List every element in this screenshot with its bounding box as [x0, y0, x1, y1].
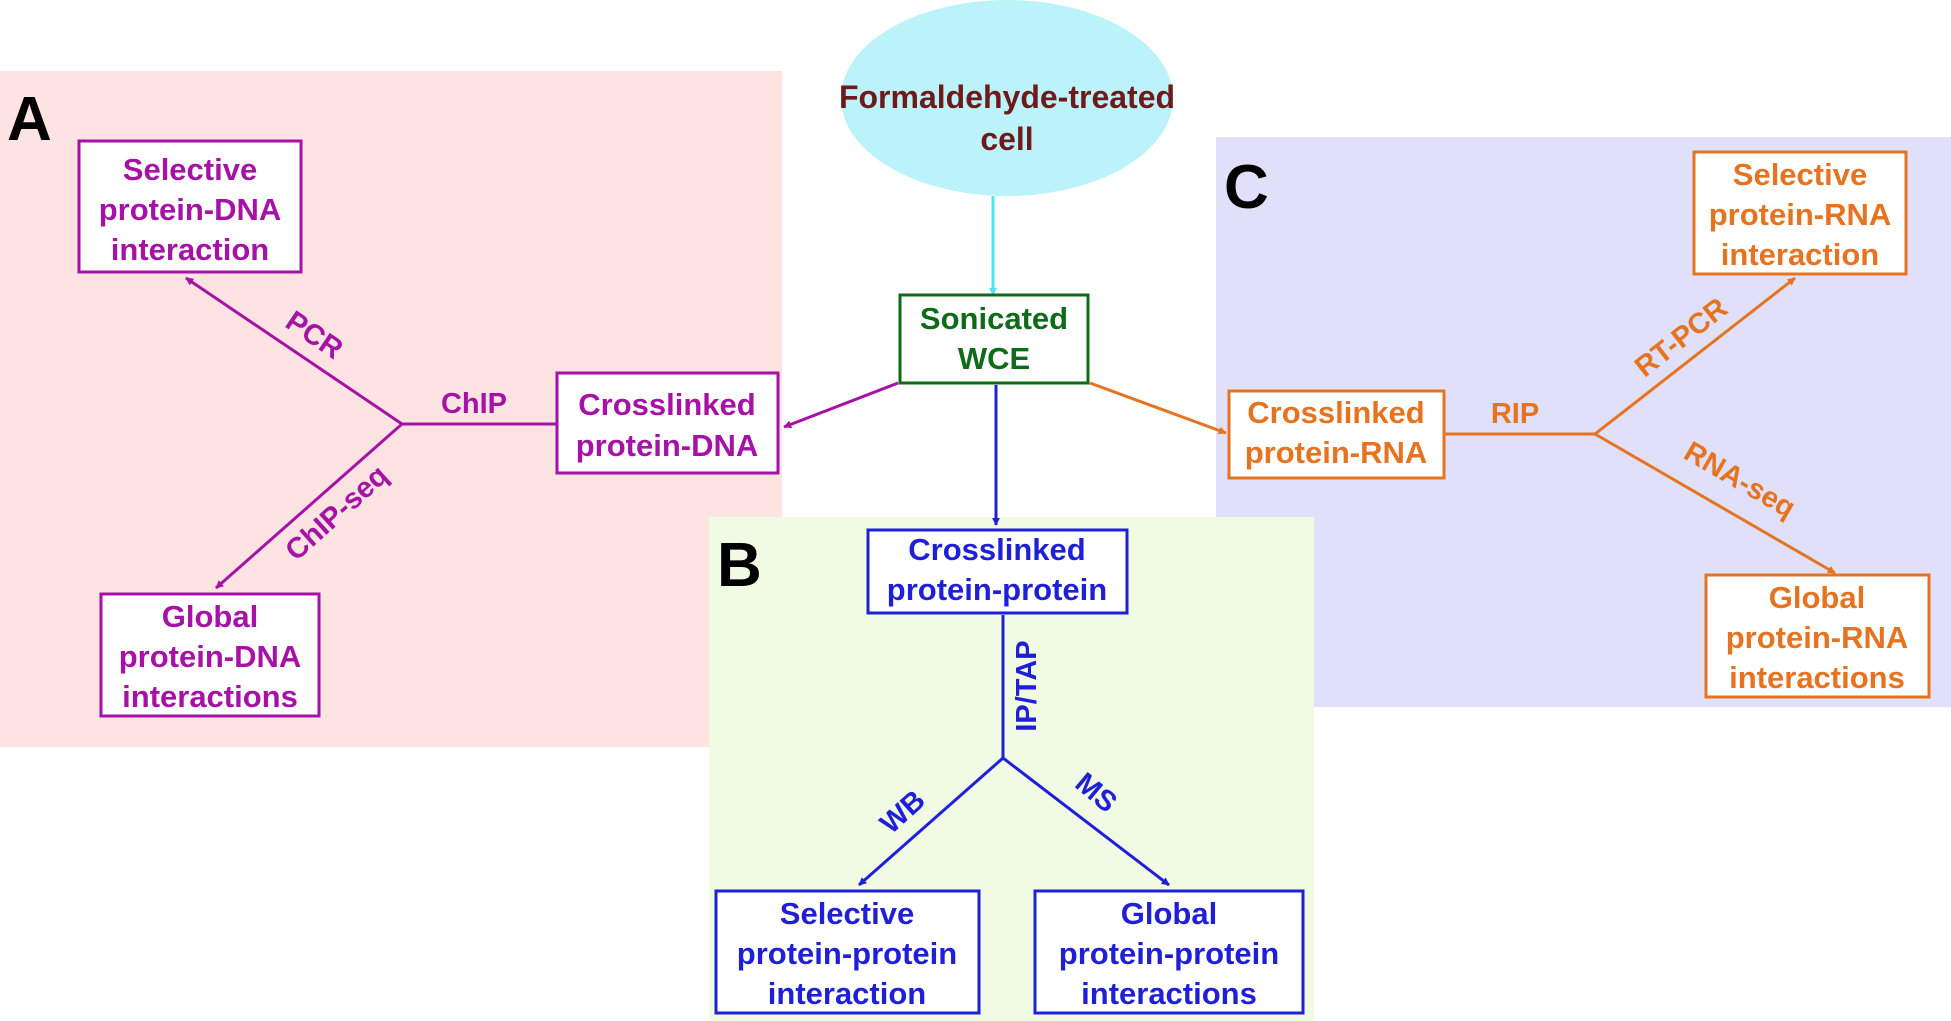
edge-dna-pcr: [185, 276, 403, 426]
edge-rna-rna-seq: [1594, 432, 1836, 575]
node-root: Formaldehyde-treated cell: [839, 0, 1175, 196]
node-dna-selective-box: [77, 139, 303, 274]
node-root-line-2: cell: [980, 121, 1033, 157]
node-rna-crosslinked: Crosslinked protein-RNA: [1227, 389, 1446, 480]
edge-rna-rt-pcr: [1594, 276, 1796, 436]
node-rna-global: Global protein-RNA interactions: [1704, 573, 1931, 699]
node-rna-global-line-2: protein-RNA: [1726, 620, 1909, 655]
node-wce-box: [898, 293, 1090, 385]
node-protein-crosslinked-line-2: protein-protein: [887, 572, 1107, 607]
edge-label-chip: ChIP: [441, 388, 507, 420]
node-protein-global-line-1: Global: [1121, 896, 1217, 931]
node-dna-crosslinked-line-2: protein-DNA: [576, 428, 759, 463]
node-dna-global-line-1: Global: [162, 599, 258, 634]
node-wce: Sonicated WCE: [898, 293, 1090, 385]
node-rna-selective-line-1: Selective: [1733, 157, 1867, 192]
node-dna-crosslinked-box: [555, 371, 780, 475]
node-dna-selective: Selective protein-DNA interaction: [77, 139, 303, 274]
edge-wce-to-rna: [1089, 381, 1227, 435]
node-rna-global-box: [1704, 573, 1931, 699]
edge-label-ip-tap: IP/TAP: [1011, 640, 1043, 731]
panel-c-letter: C: [1224, 153, 1269, 222]
node-protein-selective-line-3: interaction: [768, 976, 926, 1011]
node-protein-global-line-3: interactions: [1081, 976, 1257, 1011]
node-dna-crosslinked-line-1: Crosslinked: [578, 387, 755, 422]
node-wce-line-1: Sonicated: [920, 301, 1068, 336]
node-protein-crosslinked-line-1: Crosslinked: [908, 532, 1085, 567]
node-rna-crosslinked-line-1: Crosslinked: [1247, 395, 1424, 430]
node-rna-selective: Selective protein-RNA interaction: [1692, 150, 1908, 276]
node-dna-global: Global protein-DNA interactions: [99, 592, 321, 718]
node-protein-global: Global protein-protein interactions: [1033, 889, 1305, 1015]
node-rna-global-line-3: interactions: [1729, 660, 1905, 695]
node-protein-global-line-2: protein-protein: [1059, 936, 1279, 971]
node-protein-crosslinked-box: [866, 528, 1129, 615]
node-rna-crosslinked-line-2: protein-RNA: [1245, 435, 1428, 470]
node-protein-crosslinked: Crosslinked protein-protein: [866, 528, 1129, 615]
panel-b-letter: B: [717, 531, 762, 600]
node-rna-selective-box: [1692, 150, 1908, 276]
node-root-line-1: Formaldehyde-treated: [839, 79, 1175, 115]
node-dna-crosslinked: Crosslinked protein-DNA: [555, 371, 780, 475]
node-dna-global-box: [99, 592, 321, 718]
node-protein-selective-line-1: Selective: [780, 896, 914, 931]
node-protein-global-box: [1033, 889, 1305, 1015]
node-protein-selective-line-2: protein-protein: [737, 936, 957, 971]
node-dna-selective-line-1: Selective: [123, 152, 257, 187]
edge-protein-ms: [1002, 756, 1170, 887]
node-rna-crosslinked-box: [1227, 389, 1446, 480]
node-dna-global-line-2: protein-DNA: [119, 639, 302, 674]
node-root-shape: [841, 0, 1173, 196]
edge-wce-to-dna: [783, 381, 899, 429]
edge-protein-wb: [858, 756, 1004, 887]
edge-dna-chip-seq: [215, 422, 403, 590]
node-dna-global-line-3: interactions: [122, 679, 298, 714]
node-dna-selective-line-2: protein-DNA: [99, 192, 282, 227]
node-wce-line-2: WCE: [958, 341, 1030, 376]
node-protein-selective: Selective protein-protein interaction: [714, 889, 981, 1015]
node-rna-selective-line-2: protein-RNA: [1709, 197, 1892, 232]
node-protein-selective-box: [714, 889, 981, 1015]
panel-a-letter: A: [7, 85, 52, 154]
node-rna-selective-line-3: interaction: [1721, 237, 1879, 272]
edge-label-rip: RIP: [1491, 398, 1539, 430]
node-dna-selective-line-3: interaction: [111, 232, 269, 267]
node-rna-global-line-1: Global: [1769, 580, 1865, 615]
